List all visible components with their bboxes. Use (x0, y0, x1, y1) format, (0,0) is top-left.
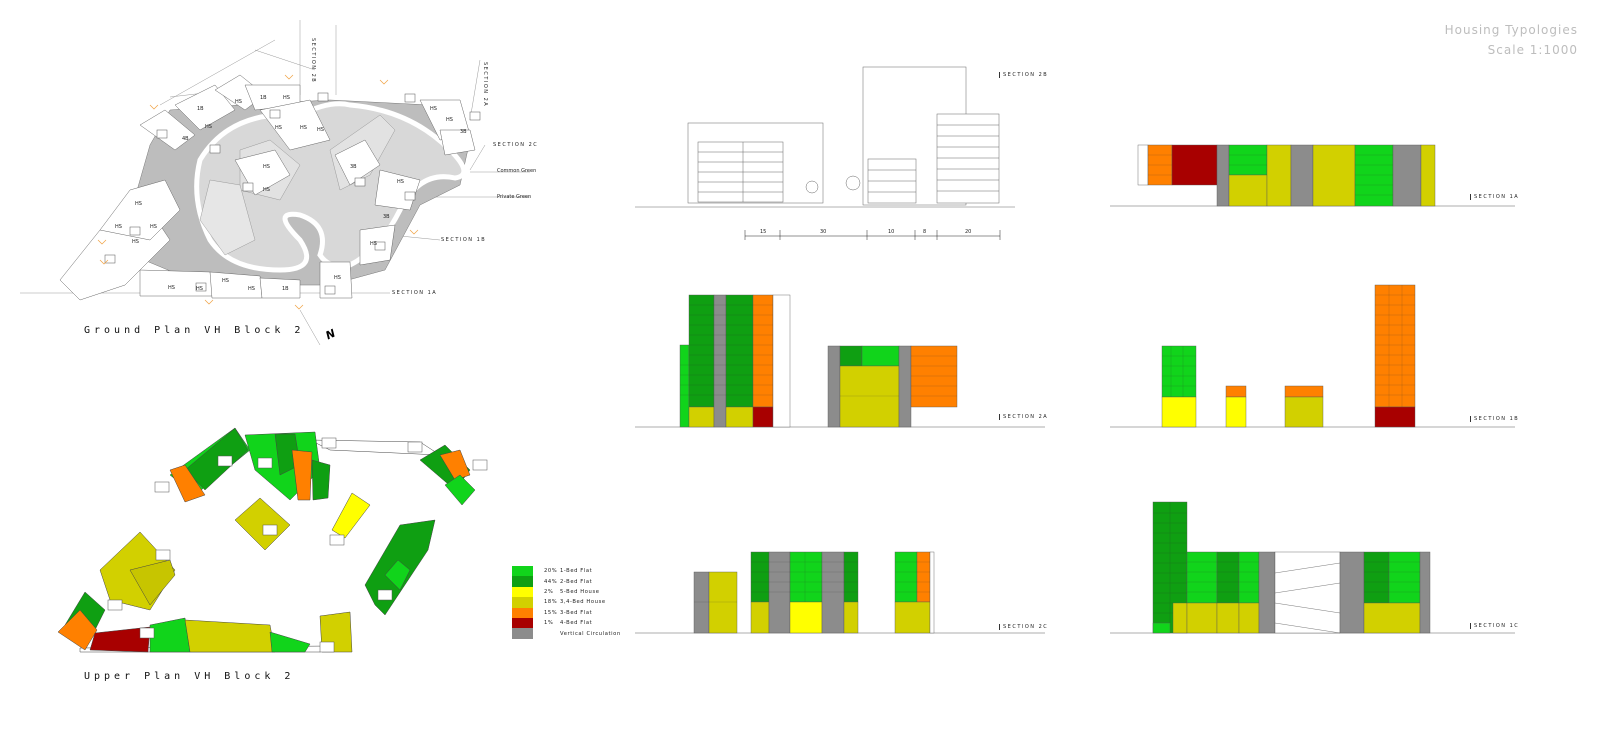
ground-tag-section-1a: SECTION 1A (392, 290, 438, 296)
legend-pct: 44% (544, 578, 558, 585)
svg-text:HS: HS (196, 286, 203, 292)
svg-text:HS: HS (168, 285, 175, 291)
legend-pct: 15% (544, 609, 558, 616)
svg-text:HS: HS (397, 179, 404, 185)
section-2b: 15 30 10 8 20 (635, 66, 1015, 240)
section-label-1b: SECTION 1B (1470, 416, 1519, 422)
dim-label: 15 (760, 229, 766, 235)
unit-type-legend: 20%1-Bed Flat 44%2-Bed Flat 2% 5-Bed Hous… (512, 566, 621, 639)
legend-item: 1% 4-Bed Flat (512, 617, 621, 629)
legend-label: Vertical Circulation (560, 630, 621, 637)
ground-tag-section-2c: SECTION 2C (493, 142, 539, 148)
svg-text:1B: 1B (197, 106, 204, 112)
svg-text:HS: HS (205, 124, 212, 130)
legend-swatch-1-bed (512, 566, 533, 577)
svg-text:3B: 3B (460, 129, 467, 135)
svg-text:HS: HS (115, 224, 122, 230)
dim-label: 8 (923, 229, 926, 235)
svg-text:4B: 4B (182, 136, 189, 142)
ground-tag-section-2b: SECTION 2B (310, 38, 316, 84)
legend-swatch-3-bed (512, 607, 533, 618)
legend-item: 2% 5-Bed House (512, 586, 621, 598)
legend-swatch-circulation (512, 628, 533, 639)
svg-text:1B: 1B (282, 286, 289, 292)
svg-text:HS: HS (300, 125, 307, 131)
legend-label: 4-Bed Flat (560, 620, 593, 627)
scale-label: Scale 1:1000 (1487, 43, 1578, 57)
legend-swatch-5-bed-house (512, 586, 533, 598)
upper-plan-label: Upper Plan VH Block 2 (84, 671, 295, 682)
svg-text:HS: HS (263, 187, 270, 193)
legend-item: Vertical Circulation (512, 628, 621, 639)
svg-text:1B: 1B (260, 95, 267, 101)
legend-swatch-house (512, 597, 533, 608)
svg-text:HS: HS (430, 106, 437, 112)
legend-label: 3-Bed Flat (560, 609, 593, 616)
svg-text:3B: 3B (383, 214, 390, 220)
annotation-private-green: Private Green (497, 194, 531, 200)
legend-pct: 20% (544, 568, 558, 575)
svg-text:HS: HS (150, 224, 157, 230)
section-label-2a: SECTION 2A (999, 414, 1048, 420)
svg-text:HS: HS (235, 99, 242, 105)
section-2a (635, 294, 1045, 428)
svg-text:HS: HS (135, 201, 142, 207)
legend-item: 18%3,4-Bed House (512, 597, 621, 608)
section-label-1a: SECTION 1A (1470, 194, 1519, 200)
legend-label: 3,4-Bed House (560, 599, 606, 606)
legend-label: 1-Bed Flat (560, 568, 593, 575)
svg-text:HS: HS (370, 241, 377, 247)
legend-swatch-4-bed (512, 617, 533, 629)
section-2c (635, 551, 1045, 634)
legend-pct: 1% (544, 620, 554, 627)
page-title: Housing Typologies (1444, 23, 1578, 37)
legend-item: 44%2-Bed Flat (512, 576, 621, 587)
svg-text:HS: HS (263, 164, 270, 170)
section-1b (1110, 284, 1515, 428)
ground-tag-section-1b: SECTION 1B (441, 237, 487, 243)
legend-pct: 18% (544, 599, 558, 606)
svg-text:HS: HS (248, 286, 255, 292)
svg-text:HS: HS (132, 239, 139, 245)
svg-text:3B: 3B (350, 164, 357, 170)
upper-plan (57, 427, 488, 653)
ground-plan-label: Ground Plan VH Block 2 (84, 325, 305, 336)
section-label-2c: SECTION 2C (999, 624, 1048, 630)
dim-label: 10 (888, 229, 894, 235)
legend-swatch-2-bed (512, 576, 533, 587)
legend-label: 5-Bed House (560, 588, 600, 595)
section-label-1c: SECTION 1C (1470, 623, 1519, 629)
legend-item: 15%3-Bed Flat (512, 607, 621, 618)
dim-label: 30 (820, 229, 826, 235)
svg-text:HS: HS (334, 275, 341, 281)
section-1c (1110, 501, 1515, 634)
annotation-common-green: Common Green (497, 168, 536, 174)
svg-text:HS: HS (446, 117, 453, 123)
section-label-2b: SECTION 2B (999, 72, 1048, 78)
svg-text:HS: HS (283, 95, 290, 101)
legend-label: 2-Bed Flat (560, 578, 593, 585)
svg-text:HS: HS (275, 125, 282, 131)
page-title-block: Housing Typologies Scale 1:1000 (1445, 20, 1578, 60)
ground-tag-section-2a: SECTION 2A (482, 62, 488, 108)
svg-text:HS: HS (317, 127, 324, 133)
section-1a (1110, 144, 1515, 207)
legend-item: 20%1-Bed Flat (512, 566, 621, 577)
svg-text:HS: HS (222, 278, 229, 284)
dim-label: 20 (965, 229, 971, 235)
legend-pct: 2% (544, 588, 554, 595)
